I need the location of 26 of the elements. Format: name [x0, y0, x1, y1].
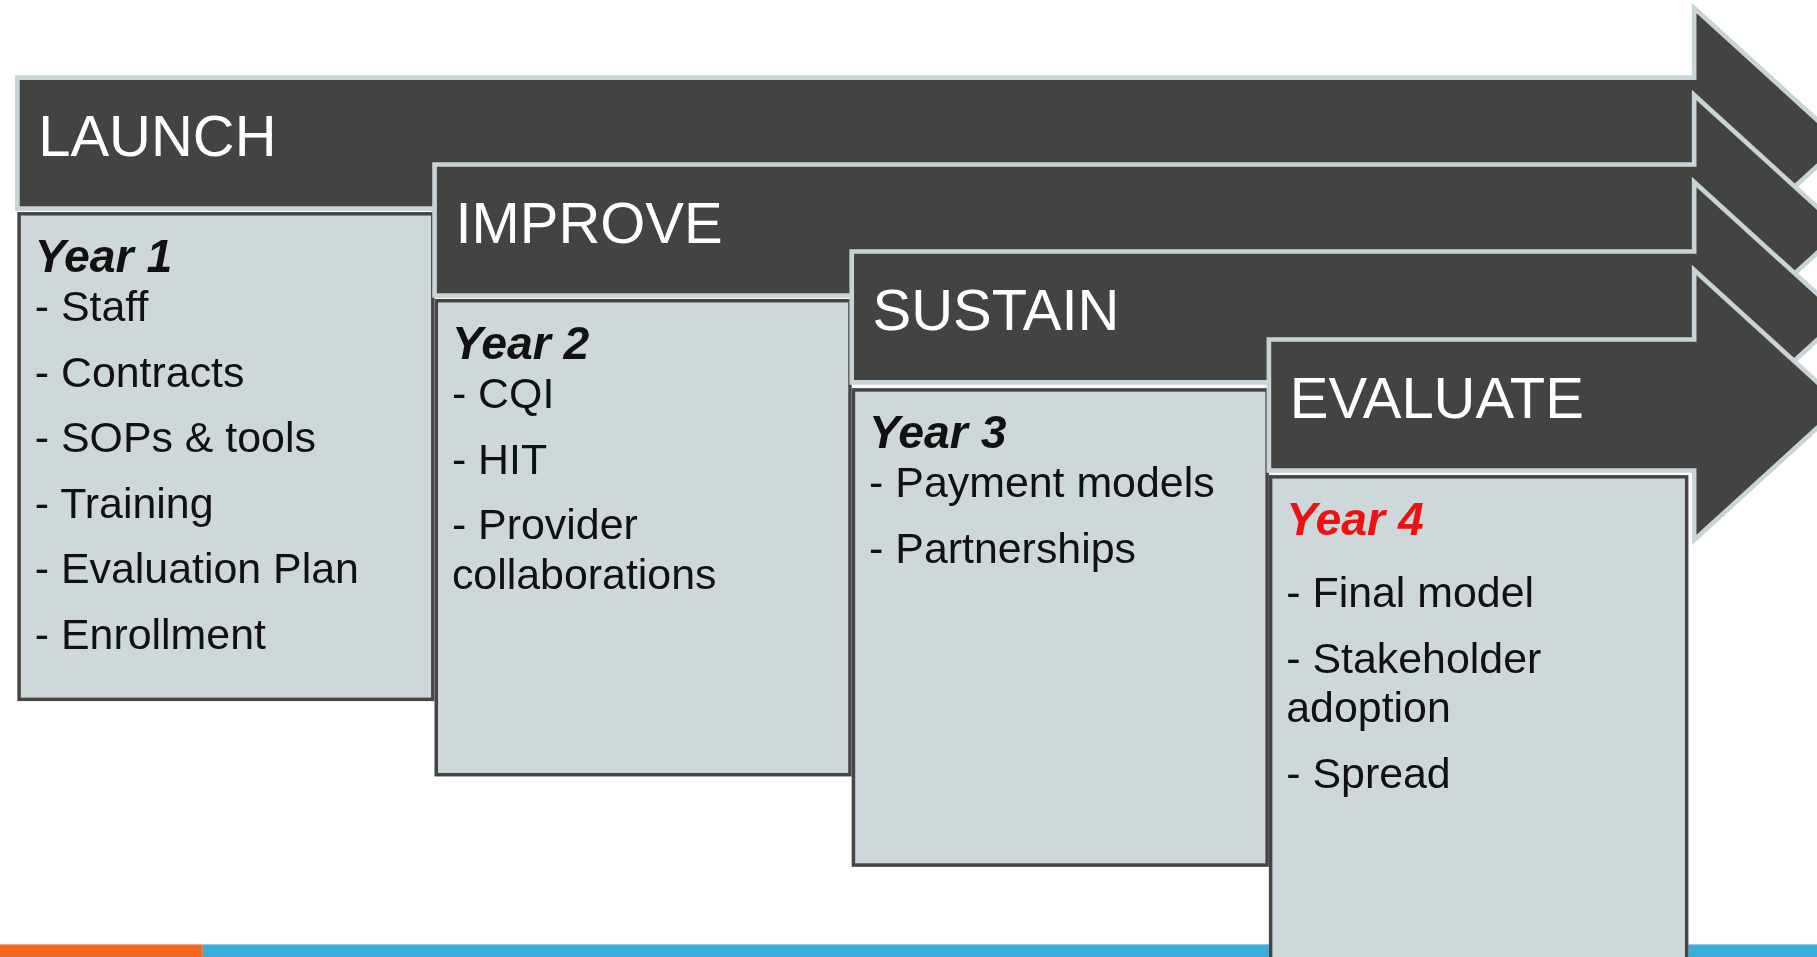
phase-title: LAUNCH [38, 107, 277, 166]
phase-card [434, 298, 852, 777]
bullet-item: - HIT [451, 435, 549, 485]
bullet-item: - Provider collaborations [451, 500, 718, 600]
bullet-item: - Enrollment [34, 610, 267, 660]
year-heading: Year 2 [451, 316, 591, 370]
bullet-item: - Evaluation Plan [34, 544, 360, 595]
bullet-item: - SOPs & tools [34, 413, 317, 464]
year-heading: Year 4 [1286, 492, 1425, 546]
bullet-item: - Spread [1286, 749, 1452, 799]
phase-title: IMPROVE [455, 194, 723, 253]
phase-title: SUSTAIN [872, 281, 1120, 340]
year-heading: Year 1 [34, 229, 174, 283]
phase-title: EVALUATE [1289, 369, 1584, 428]
phase-card [17, 212, 435, 702]
bullet-item: - CQI [451, 369, 556, 419]
phase-card [1268, 475, 1689, 957]
bullet-item: - Training [34, 479, 215, 529]
phase-card [851, 388, 1269, 867]
year-heading: Year 3 [869, 405, 1008, 459]
bullet-item: - Payment models [869, 458, 1216, 509]
bullet-item: - Partnerships [869, 524, 1137, 574]
bullet-item: - Final model [1286, 568, 1536, 619]
bullet-item: - Staff [34, 282, 150, 333]
bullet-item: - Contracts [34, 348, 246, 398]
bullet-item: - Stakeholder adoption [1286, 634, 1543, 734]
